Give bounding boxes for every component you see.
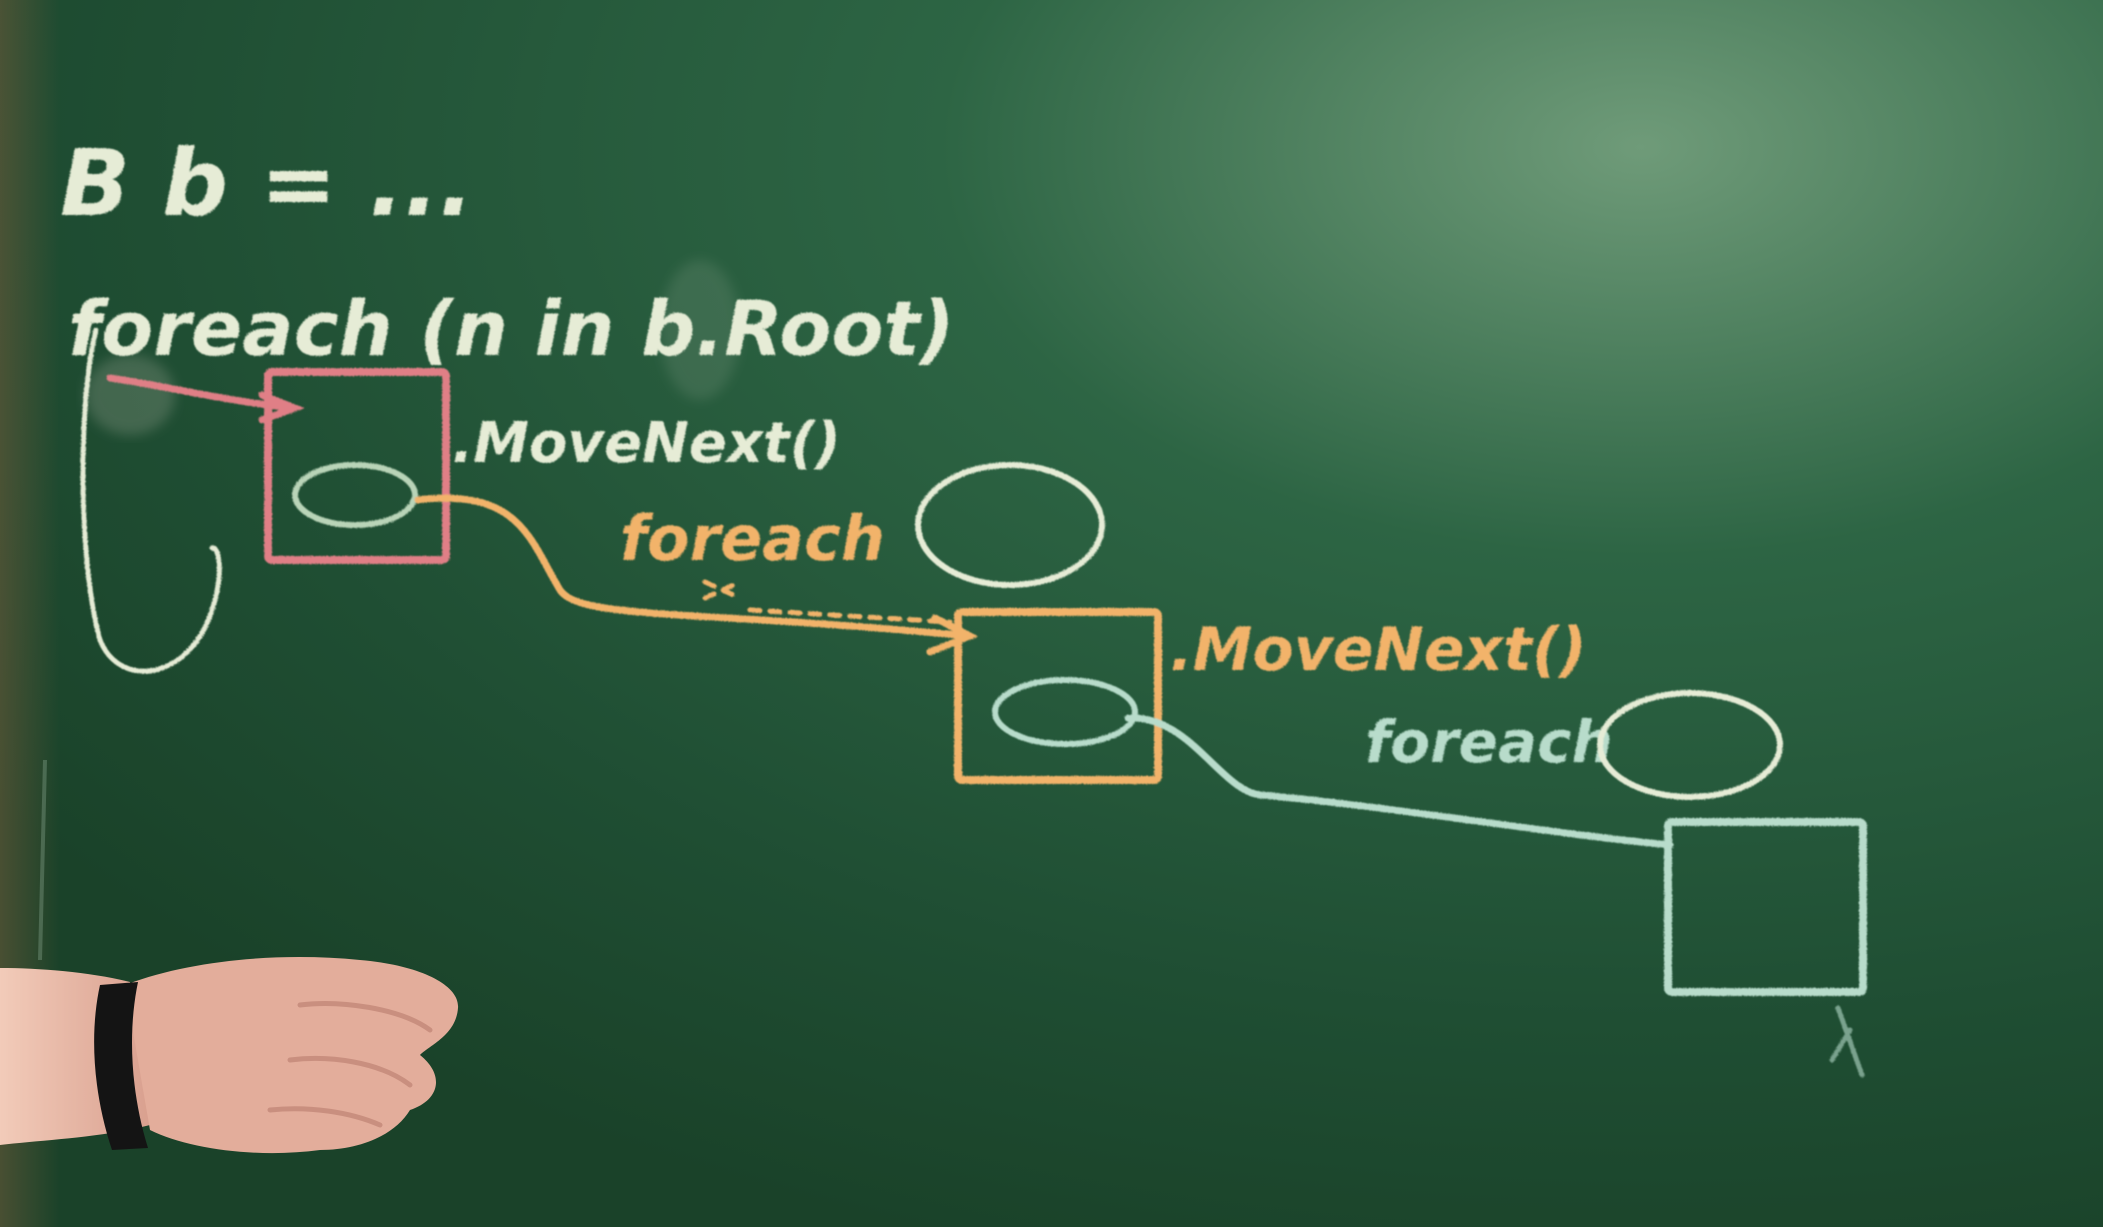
ellipse-foreach1-icon	[915, 462, 1105, 588]
smudge-below-box3	[1829, 1005, 1865, 1078]
erased-smudge	[85, 355, 175, 435]
teal-arrow	[1124, 714, 1674, 849]
wristband-icon	[94, 982, 148, 1150]
board-text-foreach1: foreach	[620, 502, 885, 575]
ellipse2-icon	[992, 677, 1138, 747]
red-arrow	[106, 374, 305, 424]
hand-icon	[0, 957, 459, 1154]
board-text-line2: foreach (n in b.Root)	[68, 284, 955, 373]
ellipse-foreach2-icon	[1597, 690, 1783, 800]
box1-icon	[264, 368, 450, 564]
board-text-line1: B b = ...	[60, 130, 474, 237]
ellipse1-icon	[292, 462, 418, 528]
board-text-call2: .MoveNext()	[1170, 615, 1587, 685]
orange-arrow	[414, 494, 979, 656]
return-loop-arrow	[80, 327, 222, 674]
board-text-call1: .MoveNext()	[452, 411, 841, 476]
erased-smudge-2	[660, 260, 740, 400]
box2-icon	[954, 608, 1162, 784]
board-text-foreach2: foreach	[1365, 708, 1613, 776]
board-frame-line	[38, 759, 47, 961]
knuckle-lines	[267, 1001, 433, 1128]
dotted-arrow	[702, 579, 953, 625]
box3-icon	[1664, 818, 1867, 996]
